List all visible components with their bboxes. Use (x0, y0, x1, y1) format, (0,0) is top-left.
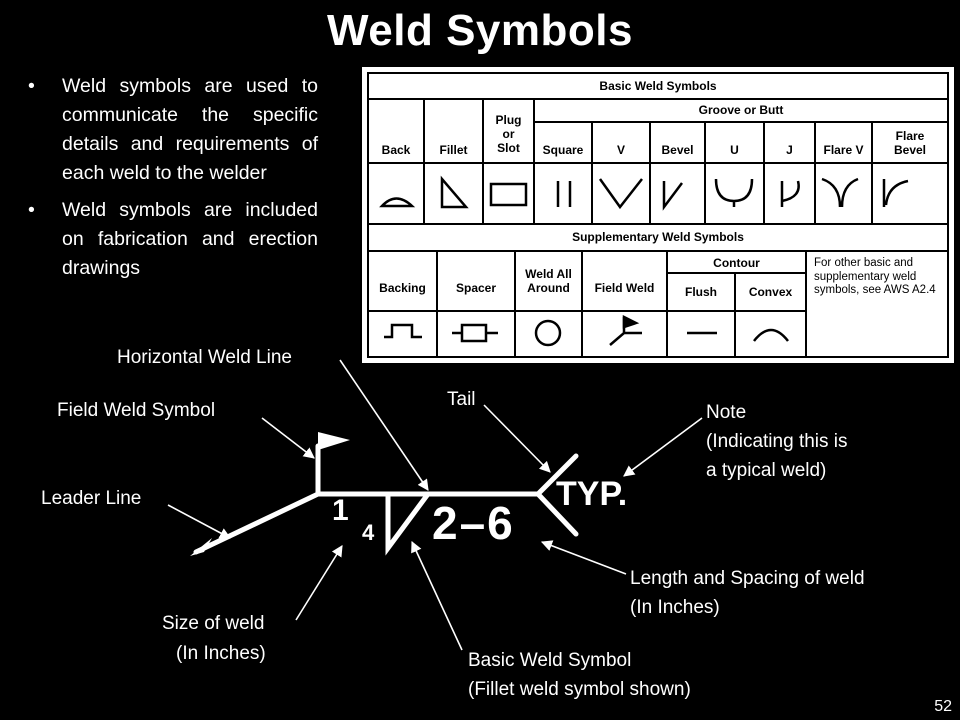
label-size-2: (In Inches) (176, 643, 266, 664)
arrow-leader-line (167, 504, 231, 539)
col-bevel: Bevel (661, 143, 694, 157)
tail-upper (535, 453, 579, 497)
label-horizontal-weld-line: Horizontal Weld Line (117, 347, 292, 368)
v-weld-icon (598, 178, 643, 210)
col-v: V (616, 143, 625, 157)
groove-header: Groove or Butt (698, 103, 784, 117)
col-flare-bevel: Flare Bevel (893, 129, 927, 157)
bullet-item: • Weld symbols are included on fabricati… (28, 196, 318, 283)
arrow-field-weld-symbol (261, 417, 315, 459)
label-note-3: a typical weld) (706, 460, 827, 481)
bullet-text: Weld symbols are included on fabrication… (62, 199, 318, 279)
basic-symbol-glyphs (379, 175, 909, 211)
weld-all-around-icon (534, 319, 562, 347)
tail-lower (535, 491, 579, 537)
col-spacer: Spacer (455, 281, 497, 295)
convex-contour-icon (753, 328, 789, 342)
field-weld-flag (318, 432, 350, 450)
col-flare-v: Flare V (823, 143, 864, 157)
label-note-1: Note (706, 402, 747, 423)
col-u: U (730, 143, 739, 157)
bullet-dot: • (28, 75, 35, 97)
arrow-length-spacing (540, 540, 627, 575)
arrow-size (295, 545, 343, 621)
bullet-item: • Weld symbols are used to communicate t… (28, 72, 318, 188)
arrow-tail (483, 404, 551, 473)
bullet-text: Weld symbols are used to communicate the… (62, 75, 318, 184)
bullet-dot: • (28, 199, 35, 221)
arrow-basic-weld-symbol (411, 540, 463, 651)
label-basic-weld-2: (Fillet weld symbol shown) (468, 679, 691, 700)
arrow-note (623, 417, 703, 477)
col-convex: Convex (748, 285, 793, 299)
flare-bevel-weld-icon (882, 179, 909, 207)
j-weld-icon (780, 180, 800, 207)
chart-note: For other basic and supplementary weld s… (814, 257, 936, 296)
col-j: J (786, 143, 793, 157)
col-plug-slot: Plug or Slot (495, 113, 522, 155)
bevel-weld-icon (662, 181, 683, 211)
label-field-weld-symbol: Field Weld Symbol (57, 400, 216, 421)
col-flush: Flush (685, 285, 717, 299)
basic-weld-symbols-header: Basic Weld Symbols (599, 79, 717, 93)
col-weld-all-around: Weld All Around (525, 267, 572, 295)
callout-arrows (167, 359, 703, 651)
label-tail: Tail (447, 389, 476, 410)
flare-v-weld-icon (821, 177, 859, 208)
leader-arrowhead (190, 538, 212, 556)
supplementary-header: Supplementary Weld Symbols (572, 230, 744, 244)
arrow-horizontal-weld-line (339, 359, 429, 491)
weld-note-typ: TYP. (556, 475, 628, 513)
label-note-2: (Indicating this is (706, 431, 848, 452)
label-length-spacing-2: (In Inches) (630, 597, 720, 618)
fillet-symbol (385, 491, 431, 556)
chart-grid (367, 72, 949, 358)
weld-symbol-drawing (193, 443, 579, 556)
label-length-spacing-1: Length and Spacing of weld (630, 568, 865, 589)
slide-title: Weld Symbols (327, 6, 633, 55)
contour-header: Contour (713, 256, 760, 270)
weld-size-denominator: 4 (362, 520, 375, 545)
weld-symbols-chart: Basic Weld Symbols Groove or Butt Back F… (362, 67, 954, 363)
supplementary-symbol-glyphs (384, 314, 789, 347)
label-basic-weld-1: Basic Weld Symbol (468, 650, 632, 671)
fillet-weld-icon (440, 175, 469, 209)
weld-length-spacing: 2–6 (432, 497, 515, 549)
weld-size-numerator: 1 (332, 494, 349, 527)
col-field-weld: Field Weld (594, 281, 655, 295)
plug-slot-weld-icon (489, 182, 528, 207)
col-fillet: Fillet (439, 143, 468, 157)
spacer-icon (452, 323, 498, 343)
back-weld-icon (379, 197, 416, 208)
label-size-1: Size of weld (162, 613, 265, 634)
col-back: Back (381, 143, 411, 157)
col-backing: Backing (379, 281, 426, 295)
label-leader-line: Leader Line (41, 488, 142, 509)
page-number: 52 (934, 698, 952, 715)
bullet-list: • Weld symbols are used to communicate t… (28, 72, 318, 291)
col-square: Square (542, 143, 584, 157)
leader-line (193, 491, 321, 555)
u-weld-icon (714, 178, 754, 207)
backing-icon (384, 323, 422, 339)
